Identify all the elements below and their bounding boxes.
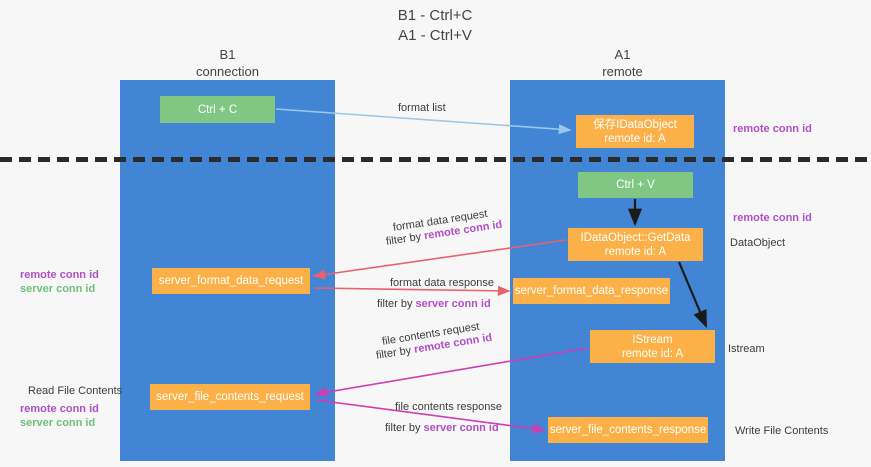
node-idataobject-getdata[interactable]: IDataObject::GetData remote id: A bbox=[568, 228, 703, 261]
page-title: B1 - Ctrl+C A1 - Ctrl+V bbox=[397, 7, 473, 44]
arrow-file-contents-response bbox=[315, 399, 546, 434]
node-server-file-contents-response[interactable]: server_file_contents_response bbox=[548, 417, 708, 443]
annotation-write-file-contents: Write File Contents bbox=[735, 425, 829, 437]
filter-prefix-text: filter by bbox=[377, 298, 416, 310]
annotation-conn-ids-bottom: remote conn id server conn id bbox=[20, 402, 99, 430]
edge-label-format-data-response: format data response bbox=[390, 277, 494, 289]
node-istream[interactable]: IStream remote id: A bbox=[590, 330, 715, 363]
lane-title-a1: A1 remote bbox=[602, 47, 643, 79]
annotation-remote-conn-id: remote conn id bbox=[20, 403, 99, 415]
annotation-server-conn-id: server conn id bbox=[20, 417, 96, 429]
edge-label-file-contents-response-filter: filter by server conn id bbox=[385, 421, 499, 435]
edge-label-format-list: format list bbox=[398, 102, 446, 114]
lane-title-b1: B1 connection bbox=[196, 47, 259, 79]
arrow-format-data-request bbox=[312, 239, 567, 280]
phase-divider bbox=[0, 157, 871, 162]
annotation-dataobject: DataObject bbox=[730, 237, 786, 249]
node-server-format-data-response[interactable]: server_format_data_response bbox=[513, 278, 670, 304]
node-ctrl-v[interactable]: Ctrl + V bbox=[578, 172, 693, 198]
annotation-server-conn-id: server conn id bbox=[20, 283, 96, 295]
node-dataobject[interactable]: 保存IDataObject remote id: A bbox=[576, 115, 694, 148]
node-server-format-data-request[interactable]: server_format_data_request bbox=[152, 268, 310, 294]
annotation-remote-conn-id-top: remote conn id bbox=[733, 123, 812, 135]
annotation-read-file-contents: Read File Contents bbox=[28, 385, 123, 397]
annotation-conn-ids-mid: remote conn id server conn id bbox=[20, 268, 99, 296]
edge-label-file-contents-response: file contents response bbox=[395, 401, 503, 413]
node-ctrl-c[interactable]: Ctrl + C bbox=[160, 96, 275, 123]
edge-label-format-data-response-filter: filter by server conn id bbox=[377, 297, 491, 311]
annotation-istream: Istream bbox=[728, 343, 765, 355]
arrow-format-data-response bbox=[313, 285, 511, 296]
annotation-remote-conn-id: remote conn id bbox=[20, 269, 99, 281]
arrow-file-contents-request bbox=[314, 347, 589, 398]
filter-prefix-text: filter by bbox=[385, 422, 424, 434]
node-server-file-contents-request[interactable]: server_file_contents_request bbox=[150, 384, 310, 410]
filter-value-server-conn-id: server conn id bbox=[423, 422, 499, 434]
arrow-getdata-to-istream bbox=[677, 261, 708, 329]
annotation-remote-conn-id-mid: remote conn id bbox=[733, 212, 812, 224]
arrow-format-list bbox=[275, 108, 572, 135]
filter-value-server-conn-id: server conn id bbox=[415, 298, 491, 310]
